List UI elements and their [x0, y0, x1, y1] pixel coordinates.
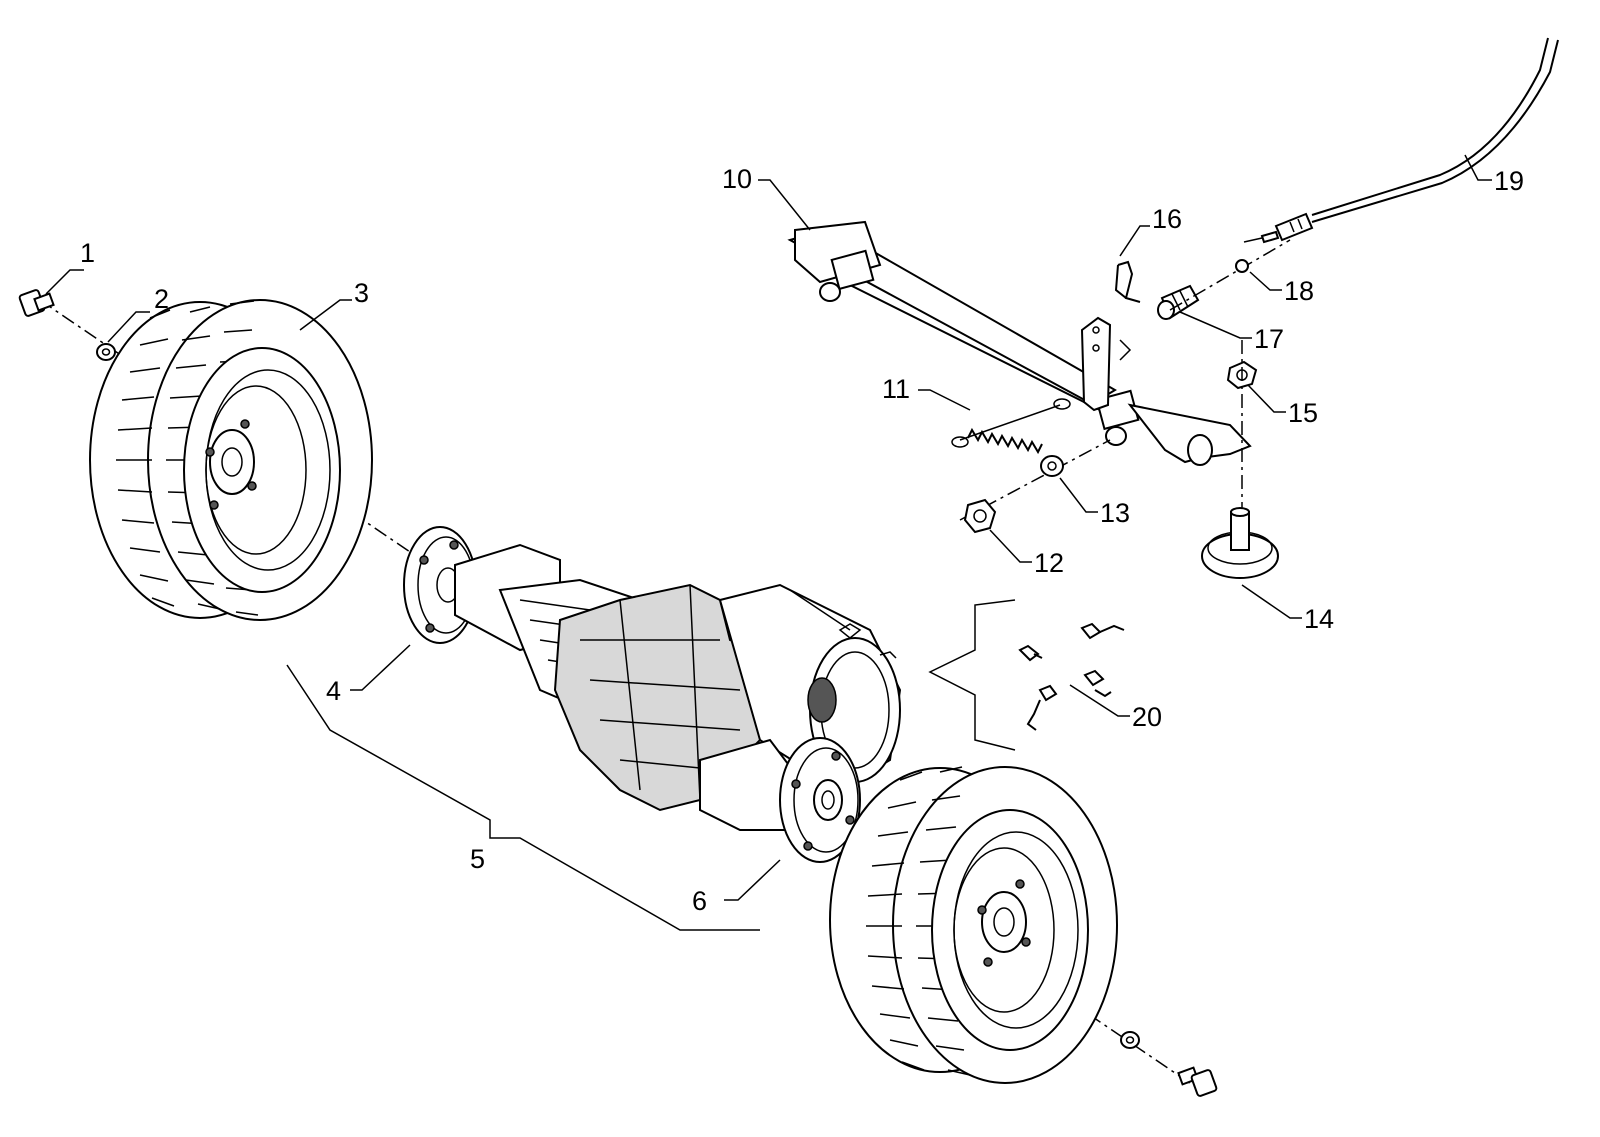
- callout-3: 3: [354, 278, 369, 308]
- callout-labels: 1 2 3 4 5 6 10 11 12 13 14 15 16 17 18 1…: [80, 164, 1524, 916]
- callout-12: 12: [1034, 548, 1064, 578]
- callout-5: 5: [470, 844, 485, 874]
- flange-right: [779, 737, 861, 863]
- nut-18: [1235, 259, 1249, 273]
- callout-20: 20: [1132, 702, 1162, 732]
- callout-18: 18: [1284, 276, 1314, 306]
- right-wheel-assembly: [829, 766, 1218, 1097]
- bolt-left: [18, 289, 55, 317]
- washer-13: [1040, 455, 1064, 477]
- leader-lines: [45, 154, 1492, 901]
- callout-11: 11: [882, 374, 910, 404]
- callout-15: 15: [1288, 398, 1318, 428]
- bracket-5: [286, 664, 760, 931]
- height-adjust-assembly: [787, 37, 1559, 579]
- callout-2: 2: [154, 284, 169, 314]
- clip-16: [1114, 260, 1141, 303]
- callout-6: 6: [692, 886, 707, 916]
- bolt-right: [1177, 1066, 1218, 1097]
- bushing-17: [1157, 284, 1200, 320]
- callout-17: 17: [1254, 324, 1284, 354]
- callout-4: 4: [326, 676, 341, 706]
- washer-right: [1120, 1031, 1140, 1049]
- nut-12: [963, 498, 997, 534]
- washer-left: [96, 343, 116, 361]
- callout-19: 19: [1494, 166, 1524, 196]
- cable-19: [1243, 37, 1559, 244]
- gearbox-assembly: [403, 526, 902, 863]
- spring: [951, 398, 1071, 455]
- brush-kit: [928, 599, 1125, 751]
- callout-1: 1: [80, 238, 95, 268]
- callout-13: 13: [1100, 498, 1130, 528]
- callout-10: 10: [722, 164, 752, 194]
- callout-14: 14: [1304, 604, 1334, 634]
- wheel-left: [89, 299, 373, 621]
- knob-14: [1201, 507, 1279, 579]
- left-wheel-assembly: [18, 289, 1201, 1091]
- callout-16: 16: [1152, 204, 1182, 234]
- wheel-right: [829, 766, 1118, 1084]
